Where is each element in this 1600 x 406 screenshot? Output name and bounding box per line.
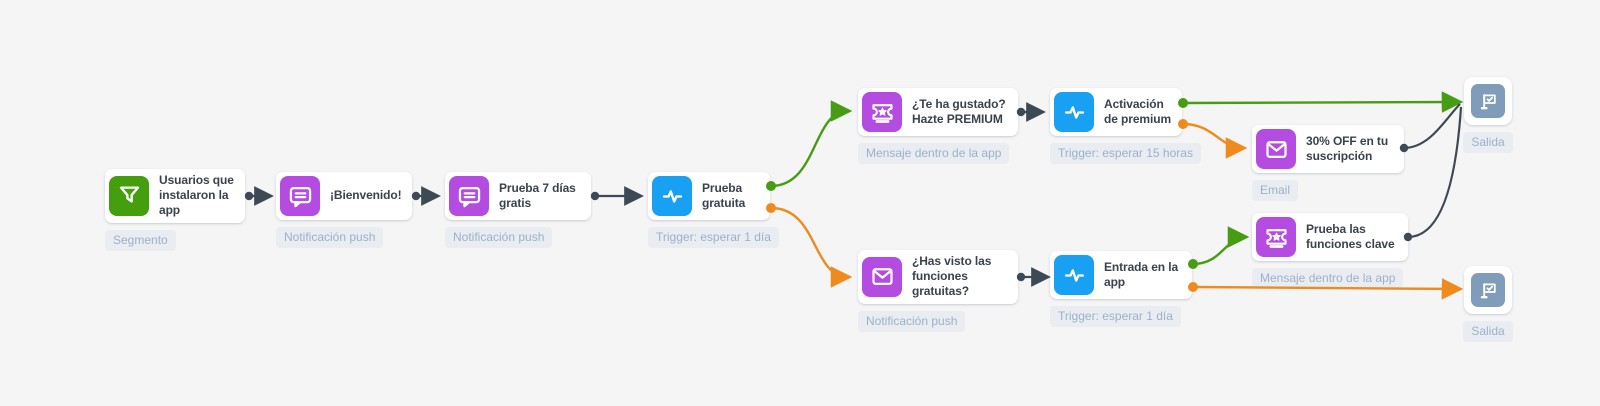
pulse-icon [1054, 92, 1094, 132]
node-tag: Trigger: esperar 15 horas [1050, 143, 1201, 165]
node-card[interactable]: ¿Has visto las funciones gratuitas? [858, 250, 1018, 304]
node-title: Entrada en la app [1104, 259, 1179, 289]
ticket-icon [862, 92, 902, 132]
node-tag: Notificación push [858, 310, 966, 333]
node-title: Prueba gratuita [702, 180, 746, 210]
node-tag: Trigger: esperar 1 día [1050, 306, 1181, 328]
exit-flag-icon [1471, 273, 1505, 307]
output-port-dark[interactable] [1016, 107, 1026, 117]
node-card[interactable]: ¡Bienvenido! [276, 172, 412, 220]
filter-icon [109, 175, 149, 216]
mail-icon [862, 256, 902, 297]
node-card[interactable]: ¿Te ha gustado? Hazte PREMIUM [858, 88, 1018, 136]
flow-node-salida-bottom[interactable]: Salida [1463, 266, 1513, 343]
flow-node-prueba-7-dias[interactable]: Prueba 7 días gratis Notificación push [445, 172, 591, 249]
node-title: Activación de premium [1104, 96, 1172, 126]
node-card[interactable]: Prueba gratuita [648, 172, 770, 220]
flow-node-segmento[interactable]: Usuarios que instalaron la app Segmento [105, 169, 245, 252]
node-tag: Email [1252, 180, 1299, 202]
flow-node-entrada-app[interactable]: Entrada en la app Trigger: esperar 1 día [1050, 251, 1192, 328]
flow-node-30-off-email[interactable]: 30% OFF en tu suscripción Email [1252, 125, 1404, 202]
output-port-dark[interactable] [590, 191, 600, 201]
ticket-icon [1256, 217, 1296, 257]
node-title: Prueba las funciones clave [1306, 221, 1395, 251]
flow-node-activacion-premium[interactable]: Activación de premium Trigger: esperar 1… [1050, 88, 1201, 165]
chat-icon [280, 176, 320, 216]
node-title: 30% OFF en tu suscripción [1306, 133, 1389, 163]
output-port-dark[interactable] [411, 191, 421, 201]
node-tag: Mensaje dentro de la app [858, 143, 1010, 165]
exit-flag-icon [1471, 84, 1505, 118]
chat-icon [449, 176, 489, 216]
mail-icon [1256, 129, 1296, 169]
edge-pruebagratuita-tehagustado [770, 100, 853, 188]
edge-30off-salida1 [1403, 103, 1461, 150]
node-card[interactable]: 30% OFF en tu suscripción [1252, 125, 1404, 173]
node-card[interactable]: Entrada en la app [1050, 251, 1192, 299]
node-tag: Trigger: esperar 1 día [648, 227, 779, 249]
output-port-dark[interactable] [244, 191, 254, 201]
edge-funcionesclave-salida1 [1407, 106, 1463, 239]
flow-node-te-ha-gustado[interactable]: ¿Te ha gustado? Hazte PREMIUM Mensaje de… [858, 88, 1018, 165]
node-card[interactable]: Activación de premium [1050, 88, 1182, 136]
node-tag: Segmento [105, 229, 176, 252]
node-tag: Salida [1463, 132, 1513, 154]
node-title: ¿Has visto las funciones gratuitas? [912, 254, 992, 299]
flow-node-funciones-clave[interactable]: Prueba las funciones clave Mensaje dentr… [1252, 213, 1408, 290]
flow-node-bienvenido[interactable]: ¡Bienvenido! Notificación push [276, 172, 412, 249]
node-title: ¡Bienvenido! [330, 188, 402, 203]
node-card[interactable] [1464, 266, 1512, 314]
pulse-icon [652, 176, 692, 216]
node-card[interactable]: Prueba 7 días gratis [445, 172, 591, 220]
flow-node-salida-top[interactable]: Salida [1463, 77, 1513, 154]
node-title: Prueba 7 días gratis [499, 180, 576, 210]
edge-pruebagratuita-hasvisto [770, 206, 853, 288]
node-card[interactable] [1464, 77, 1512, 125]
node-card[interactable]: Prueba las funciones clave [1252, 213, 1408, 261]
node-tag: Notificación push [276, 227, 384, 249]
edge-activacion-salida1 [1182, 91, 1464, 113]
pulse-icon [1054, 255, 1094, 295]
output-port-dark[interactable] [1016, 272, 1026, 282]
node-tag: Mensaje dentro de la app [1252, 268, 1404, 290]
node-tag: Notificación push [445, 227, 553, 249]
node-card[interactable]: Usuarios que instalaron la app [105, 169, 245, 223]
node-title: ¿Te ha gustado? Hazte PREMIUM [912, 96, 1006, 126]
flow-node-prueba-gratuita[interactable]: Prueba gratuita Trigger: esperar 1 día [648, 172, 779, 249]
node-tag: Salida [1463, 321, 1513, 343]
edge-entrada-funcionesclave [1192, 226, 1250, 266]
flow-node-has-visto-funciones[interactable]: ¿Has visto las funciones gratuitas? Noti… [858, 250, 1018, 333]
node-title: Usuarios que instalaron la app [159, 173, 234, 218]
